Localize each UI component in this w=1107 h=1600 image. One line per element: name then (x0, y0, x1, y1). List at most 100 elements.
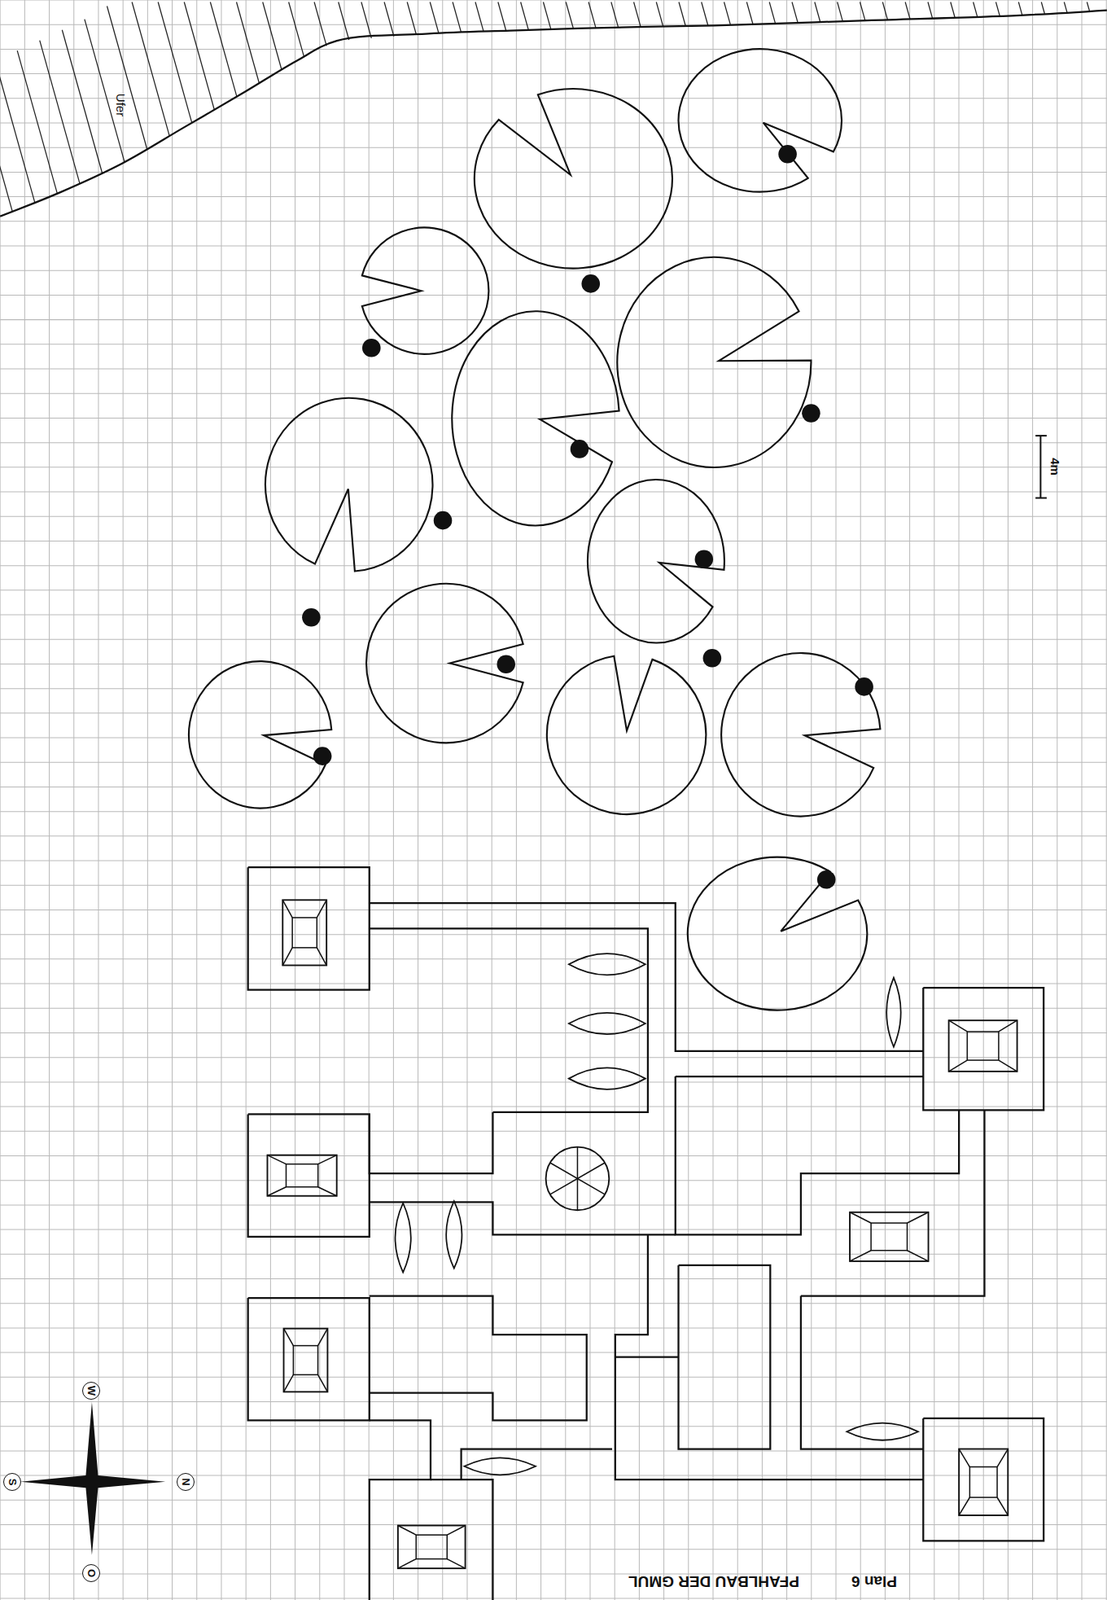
grid-line (196, 0, 197, 1600)
scale-line (1035, 434, 1047, 437)
hut-edge (316, 947, 327, 966)
shore-hatch (262, 2, 282, 71)
grid-line (0, 663, 1107, 665)
grid-line (0, 1572, 1107, 1574)
shore-hatch (17, 50, 57, 193)
shore-hatch (406, 2, 416, 36)
scale-bar (1035, 435, 1047, 498)
grid-line (589, 0, 591, 1600)
grid-line (0, 491, 1107, 493)
hut-ridge (293, 1345, 318, 1375)
hut-ridge (285, 1163, 318, 1187)
wall (615, 1356, 679, 1358)
lily-pad (451, 310, 619, 526)
compass-letter: S (3, 1472, 22, 1491)
grid-line (516, 0, 517, 1600)
grid-line (0, 516, 1107, 517)
hut-edge (446, 1525, 465, 1536)
wall (923, 987, 1044, 1110)
lily-pad (366, 583, 524, 743)
grid-line (0, 1277, 1107, 1279)
shore-hatch (565, 2, 574, 30)
grid-line (24, 0, 26, 1600)
grid-line (0, 1425, 1107, 1427)
grid-line (0, 638, 1107, 640)
hut-edge (446, 1558, 465, 1569)
pile-dot (433, 511, 453, 530)
compass-letter: W (82, 1381, 101, 1400)
grid-line (0, 393, 1107, 394)
grid-line (0, 1499, 1107, 1501)
hut-edge (282, 947, 293, 966)
grid-line (0, 245, 1107, 247)
pile-dot (570, 439, 590, 459)
grid-line (147, 0, 149, 1600)
hut-outline (958, 1448, 1008, 1515)
lily-pad (587, 479, 725, 644)
shore-hatch (106, 6, 147, 149)
grid-line (0, 319, 1107, 320)
compass-letter: N (176, 1472, 195, 1491)
grid-line (245, 0, 247, 1600)
wall (430, 1478, 493, 1600)
shore-hatch (746, 2, 753, 25)
hut-edge (318, 1328, 329, 1346)
grid-line (0, 1400, 1107, 1402)
grid-line (0, 0, 1107, 1)
hut-edge (316, 899, 327, 918)
scale-label: 4m (1049, 457, 1062, 476)
boat (395, 1203, 412, 1273)
shore-hatch (498, 2, 507, 31)
shore-hatch (1018, 2, 1023, 16)
grid-line (0, 933, 1107, 935)
hut-outline (949, 1019, 1018, 1072)
shore-hatch (927, 2, 933, 19)
grid-line (564, 0, 566, 1600)
grid-line (786, 0, 788, 1600)
place-name: Ufer (113, 93, 127, 117)
hut-outline (266, 1155, 337, 1196)
wall (248, 1297, 370, 1420)
hut-ridge (969, 1466, 998, 1497)
hut-edge (282, 899, 293, 918)
hut-edge (958, 1448, 970, 1467)
hut-symbol (958, 1448, 1008, 1515)
hut-edge (318, 1186, 337, 1196)
wall (248, 1113, 370, 1236)
hut-outline (849, 1212, 928, 1261)
lily-pad (188, 660, 332, 808)
shore-hatch (814, 2, 821, 22)
grid-line (171, 0, 173, 1600)
shore-hatch (39, 40, 80, 184)
shore-hatch (769, 2, 775, 24)
grid-line (712, 0, 714, 1600)
shore (0, 2, 1107, 217)
hut-edge (284, 1328, 294, 1346)
huts (266, 899, 1017, 1568)
shore-hatch (157, 2, 193, 123)
lily-pad (616, 257, 811, 468)
lily-pad (678, 48, 843, 192)
grid-line (0, 147, 1107, 149)
wall (800, 1295, 924, 1449)
wall (923, 1417, 1044, 1541)
walls (248, 866, 1044, 1600)
grid-line (0, 24, 1107, 26)
shore-hatch (520, 2, 530, 31)
boat (568, 1012, 646, 1034)
wheel-symbol (546, 1146, 610, 1211)
shore-hatch (429, 2, 439, 34)
compass-direction: W (85, 1385, 97, 1396)
hut-edge (398, 1525, 416, 1536)
shore-hatch (995, 2, 1000, 17)
shore-line (0, 10, 1107, 217)
hut-edge (266, 1186, 286, 1196)
grid-line (0, 343, 1107, 345)
grid-line (0, 97, 1107, 99)
grid-line (909, 0, 911, 1600)
hut-edge (318, 1373, 329, 1392)
grid-line (0, 614, 1107, 616)
grid-line (983, 0, 985, 1600)
